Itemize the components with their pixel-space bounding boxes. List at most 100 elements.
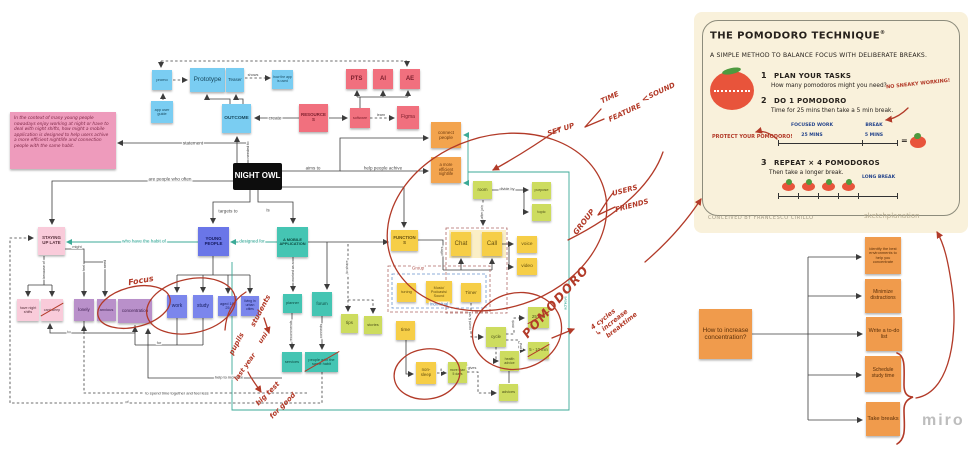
step-1-note: How many pomodoros might you need?	[771, 83, 887, 89]
step-3-title: REPEAT × 4 POMODOROS	[774, 159, 880, 167]
sticky-environments[interactable]: identify the best environments to help y…	[865, 237, 901, 274]
sticky-prototype[interactable]: Prototype	[190, 68, 225, 92]
central-node-night-owl[interactable]: NIGHT OWL	[233, 163, 282, 190]
sticky-video[interactable]: video	[517, 258, 537, 275]
step-1-number: 1	[761, 71, 767, 80]
sticky-pts[interactable]: PTS	[346, 69, 367, 89]
sticky-work[interactable]: work	[167, 295, 187, 318]
equals-sign: =	[901, 136, 908, 145]
sticky-more-5-days[interactable]: more than 5 days	[448, 362, 467, 383]
protect-your-pomodoro-note: PROTECT YOUR POMODORO!	[712, 134, 793, 140]
sticky-young-people[interactable]: YOUNG PEOPLE	[198, 227, 229, 256]
edge-label-might: might	[71, 245, 83, 249]
sticky-non-sleep[interactable]: non- sleep	[416, 362, 436, 384]
sticky-forum[interactable]: forum	[312, 292, 332, 316]
sticky-ai[interactable]: AI	[373, 69, 393, 89]
edge-label-count-set: count & set	[468, 311, 472, 331]
edge-label-learn: learn	[375, 113, 387, 117]
sticky-stories[interactable]: stories	[364, 316, 382, 334]
sticky-music[interactable]: Music/ Podcasts/ Sound	[426, 281, 452, 303]
handwritten-note-cycles: 4 cycles ↳ increase breaktime	[589, 307, 639, 345]
sticky-efficient-nightlife[interactable]: a more efficient nightlife	[431, 157, 461, 183]
sticky-how-app-used[interactable]: how the app is used	[272, 70, 293, 89]
sticky-functions[interactable]: FUNCTIONS	[391, 230, 418, 251]
sticky-services[interactable]: services	[282, 352, 302, 372]
sticky-minimize[interactable]: Minimize distractions	[865, 279, 901, 313]
sticky-teaser[interactable]: Teaser	[226, 68, 244, 92]
sticky-todo[interactable]: Write a to-do list	[866, 317, 902, 351]
edge-label-statement: statement	[181, 140, 205, 146]
sticky-tips[interactable]: tips	[341, 314, 358, 333]
edge-label-create: create	[267, 115, 283, 121]
sketchplanation-watermark: sketchplanation	[864, 212, 920, 220]
edge-label-is: is	[265, 207, 271, 213]
sticky-app-user-guide[interactable]: app user guide	[151, 101, 173, 123]
sticky-ae[interactable]: AE	[400, 69, 420, 89]
sticky-promo[interactable]: promo	[152, 70, 172, 90]
sticky-5-10-min[interactable]: 5 - 10 min	[528, 342, 549, 359]
sticky-purpose[interactable]: purpose	[532, 182, 551, 199]
sticky-cant-sleep[interactable]: cant sleep	[41, 299, 63, 321]
pomodoro-technique-panel[interactable]: THE POMODORO TECHNIQUE® A SIMPLE METHOD …	[694, 12, 968, 233]
edge-label-feel: feel	[82, 263, 86, 273]
sticky-time[interactable]: time	[396, 321, 415, 340]
edge-label-recommends: recommends	[289, 319, 293, 343]
edge-label-spend-time: to spend time together and feel less	[144, 390, 210, 396]
sticky-aged[interactable]: aged 18-25	[218, 296, 237, 316]
sticky-connect-people[interactable]: connect people	[431, 122, 461, 148]
edge-label-need: need	[103, 258, 107, 270]
edge-label-divide-by: divide by	[498, 187, 516, 191]
edge-label-needed-to: needed to	[246, 140, 250, 160]
break-label: BREAK	[865, 123, 883, 128]
sticky-schedule[interactable]: Schedule study time	[865, 356, 901, 392]
panel-credit: CONCEIVED BY FRANCESCO CIRILLO	[708, 215, 814, 221]
sticky-lonely[interactable]: lonely	[74, 299, 94, 321]
edge-label-worked-as-a: worked as a	[291, 261, 295, 283]
sticky-planner[interactable]: planner	[283, 294, 302, 313]
sticky-timer[interactable]: Timer	[461, 283, 481, 302]
sticky-mobile-application[interactable]: A MOBILE APPLICATION	[277, 227, 308, 257]
sticky-how-increase[interactable]: How to increase concentration?	[699, 309, 752, 359]
sticky-voice[interactable]: voice	[517, 236, 537, 253]
sticky-outcome[interactable]: OUTCOME	[222, 104, 251, 133]
sticky-cycle[interactable]: cycle	[486, 327, 506, 347]
edge-label-shows: shows	[246, 73, 260, 77]
sticky-software[interactable]: software	[350, 108, 370, 128]
step-2-title: DO 1 POMODORO	[774, 97, 847, 105]
sticky-room[interactable]: room	[473, 181, 492, 199]
sticky-advices[interactable]: advices	[499, 384, 518, 401]
step-2-note: Time for 25 mins then take a 5 min break…	[771, 108, 894, 114]
tomato-icon	[822, 178, 835, 191]
edge-label-to-share: to share	[345, 259, 349, 275]
sticky-study[interactable]: study	[193, 295, 213, 318]
sticky-health-advice[interactable]: health advice	[500, 351, 519, 371]
edge-label-offers: offers	[440, 245, 444, 257]
sticky-resources[interactable]: RESOURCES	[299, 104, 328, 132]
handwritten-note-focus: Focus	[127, 273, 155, 288]
statement-note[interactable]: In the context of many young people nowa…	[10, 112, 116, 169]
sticky-have-night-shifts[interactable]: have night shifts	[17, 299, 39, 321]
handwritten-note-feature: FEATURE	[607, 101, 643, 124]
sticky-call[interactable]: Call	[482, 232, 502, 256]
sticky-concentration[interactable]: concentration	[118, 299, 152, 323]
edge-label-individual-box: Individual	[428, 301, 450, 307]
tomato-icon	[910, 132, 926, 148]
edge-label-are-people-who-often: are people who often	[147, 176, 193, 182]
tomato-icon	[782, 178, 795, 191]
sticky-take-breaks[interactable]: Take breaks	[866, 402, 900, 436]
step-3-number: 3	[761, 158, 767, 167]
sticky-chat[interactable]: Chat	[451, 232, 471, 256]
work-time-label: 25 MINS	[801, 133, 823, 138]
edge-label-of: of	[124, 400, 130, 404]
sticky-same-habit[interactable]: people with the same habit	[305, 352, 338, 372]
sticky-topic[interactable]: topic	[532, 204, 551, 221]
miro-logo: miro	[922, 412, 965, 429]
sticky-tuning[interactable]: tuning	[397, 283, 416, 302]
sticky-figma[interactable]: Figma	[397, 106, 419, 129]
handwritten-note-group: GROUP	[571, 207, 597, 237]
edge-label-to: to	[66, 330, 72, 334]
handwritten-note-uni: uni	[256, 330, 270, 345]
sticky-staying-up-late[interactable]: STAYING UP LATE	[38, 227, 65, 255]
sticky-anxious[interactable]: anxious	[97, 299, 116, 321]
tomato-timer-icon	[710, 66, 754, 110]
